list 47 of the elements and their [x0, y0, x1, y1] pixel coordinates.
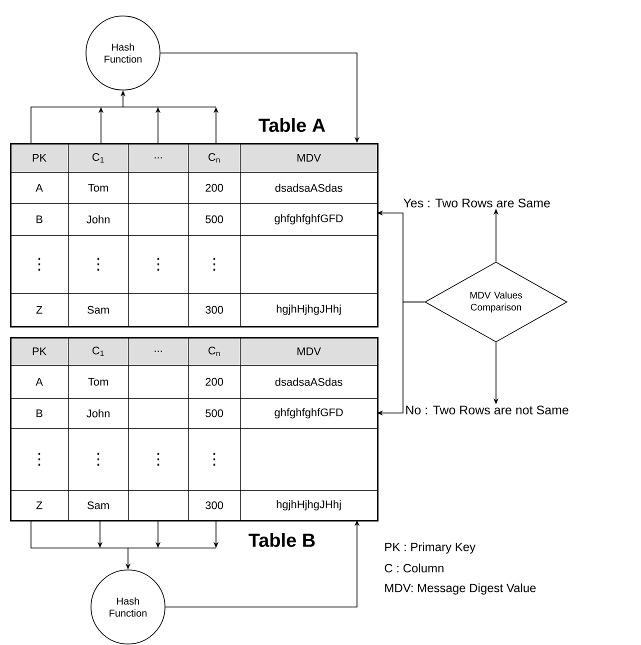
- table-cell: A: [10, 172, 69, 204]
- table-cell: C$_{1}$: [68, 337, 129, 366]
- table-cell: C$_{n}$: [188, 143, 241, 173]
- table-cell: 300: [188, 293, 241, 327]
- table-cell: Tom: [68, 365, 129, 399]
- legend-note: MDV: Message Digest Value: [385, 583, 536, 595]
- table-cell: ⋮: [10, 428, 69, 491]
- table-cell: 500: [188, 203, 241, 236]
- table-cell: hgjhHjhgJHhj: [240, 293, 378, 327]
- table-cell: hgjhHjhgJHhj: [240, 490, 378, 521]
- table-cell: Z: [10, 293, 69, 327]
- legend-note: PK : Primary Key: [385, 542, 476, 554]
- table-cell: ⋮: [10, 235, 69, 294]
- table-cell: ...: [128, 337, 189, 366]
- table-cell: ⋮: [68, 428, 129, 491]
- table-cell: A: [10, 365, 69, 399]
- table-cell: Tom: [68, 172, 129, 204]
- table-cell: B: [10, 398, 69, 429]
- table-cell: 300: [188, 490, 241, 521]
- result-text: No : Two Rows are not Same: [406, 406, 568, 414]
- table-cell: PK: [10, 337, 69, 366]
- table-cell: John: [68, 203, 129, 236]
- result-text: Yes : Two Rows are Same: [403, 198, 550, 208]
- table-cell: 200: [188, 365, 241, 399]
- table-cell: Z: [10, 490, 69, 521]
- table-cell: C$_{n}$: [188, 337, 241, 366]
- table-cell: John: [68, 398, 129, 429]
- table-cell: Sam: [68, 293, 129, 327]
- node-label: Table B: [248, 533, 315, 547]
- table-cell: ⋮: [188, 428, 241, 491]
- node-label: Table A: [258, 118, 326, 132]
- legend-note: C : Column: [384, 564, 444, 572]
- table-cell: ghfghfghfGFD: [240, 398, 378, 429]
- table-cell: ...: [128, 143, 189, 173]
- table-cell: ⋮: [68, 235, 129, 294]
- table-cell: 200: [188, 172, 241, 204]
- table-cell: ⋮: [128, 235, 189, 294]
- table-cell: C$_{1}$: [68, 143, 129, 173]
- table-cell: dsadsaASdas: [240, 172, 378, 204]
- table-cell: Sam: [68, 490, 129, 521]
- table-cell: ghfghfghfGFD: [240, 203, 378, 236]
- table-cell: ⋮: [128, 428, 189, 491]
- table-cell: 500: [188, 398, 241, 429]
- table-cell: dsadsaASdas: [240, 365, 378, 399]
- table-cell: ⋮: [188, 235, 241, 294]
- table-cell: PK: [10, 143, 69, 173]
- table-cell: B: [10, 203, 69, 236]
